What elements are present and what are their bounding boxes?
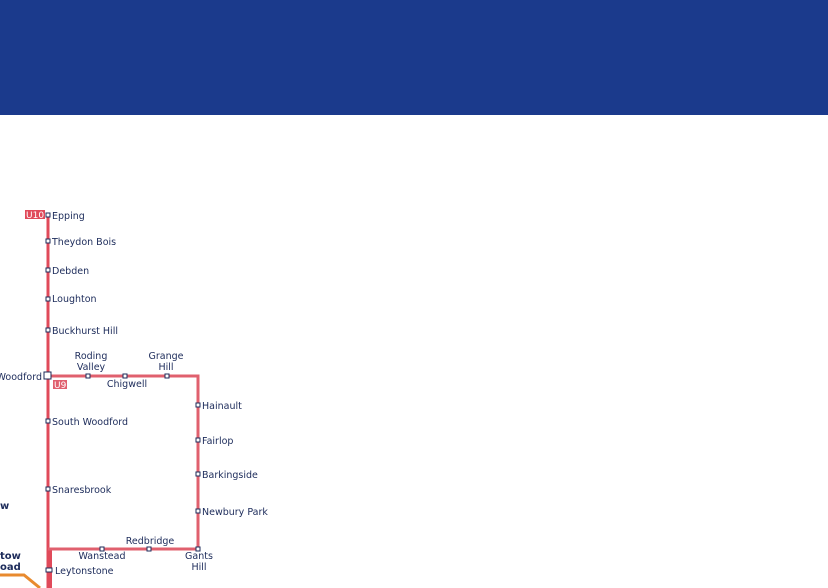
label-redbridge: Redbridge (126, 536, 175, 547)
stop-epping[interactable] (45, 212, 51, 218)
u9-loop (48, 374, 200, 551)
stop-fairlop[interactable] (195, 437, 201, 443)
label-grange-hill-1: Grange (149, 351, 184, 362)
u9-badge-label: U9 (54, 381, 67, 391)
stop-barkingside[interactable] (195, 471, 201, 477)
label-debden: Debden (52, 266, 89, 277)
stop-roding-valley[interactable] (85, 373, 91, 379)
label-theydon-bois: Theydon Bois (51, 237, 116, 248)
u9-badge (53, 380, 67, 389)
label-chigwell: Chigwell (107, 379, 147, 390)
stop-hainault[interactable] (195, 402, 201, 408)
label-wanstead: Wanstead (79, 551, 126, 562)
stop-loughton[interactable] (45, 296, 51, 302)
stop-gants-hill[interactable] (195, 546, 201, 552)
stop-debden[interactable] (45, 267, 51, 273)
stop-theydon-bois[interactable] (45, 238, 51, 244)
stop-chigwell[interactable] (122, 373, 128, 379)
stop-woodford[interactable] (43, 371, 52, 380)
u10-badge (25, 210, 45, 219)
label-roding-valley-2: Valley (77, 362, 106, 373)
label-gants-hill-1: Gants (185, 551, 213, 562)
u10-badge-label: U10 (26, 211, 44, 221)
stop-redbridge[interactable] (146, 546, 152, 552)
label-roding-valley-1: Roding (75, 351, 108, 362)
label-grange-hill-2: Hill (158, 362, 173, 373)
label-south-woodford: South Woodford (52, 417, 128, 428)
stop-grange-hill[interactable] (164, 373, 170, 379)
label-fairlop: Fairlop (202, 436, 233, 447)
label-epping: Epping (52, 211, 85, 222)
stop-south-woodford[interactable] (45, 418, 51, 424)
stop-newbury-park[interactable] (195, 508, 201, 514)
label-partial-tow: tow (0, 551, 21, 562)
label-woodford: Woodford (0, 372, 42, 383)
header-band (0, 0, 828, 115)
label-partial-road: oad (0, 562, 21, 573)
stop-buckhurst-hill[interactable] (45, 327, 51, 333)
label-partial-w: w (0, 501, 9, 512)
stop-snaresbrook[interactable] (45, 486, 51, 492)
label-buckhurst-hill: Buckhurst Hill (52, 326, 118, 337)
label-snaresbrook: Snaresbrook (52, 485, 112, 496)
label-newbury-park: Newbury Park (202, 507, 268, 518)
stop-leytonstone[interactable] (45, 567, 53, 573)
label-gants-hill-2: Hill (191, 562, 206, 573)
stop-wanstead[interactable] (99, 546, 105, 552)
label-loughton: Loughton (52, 294, 97, 305)
label-barkingside: Barkingside (202, 470, 258, 481)
label-leytonstone: Leytonstone (55, 566, 114, 577)
orange-line (0, 573, 41, 588)
label-hainault: Hainault (202, 401, 242, 412)
